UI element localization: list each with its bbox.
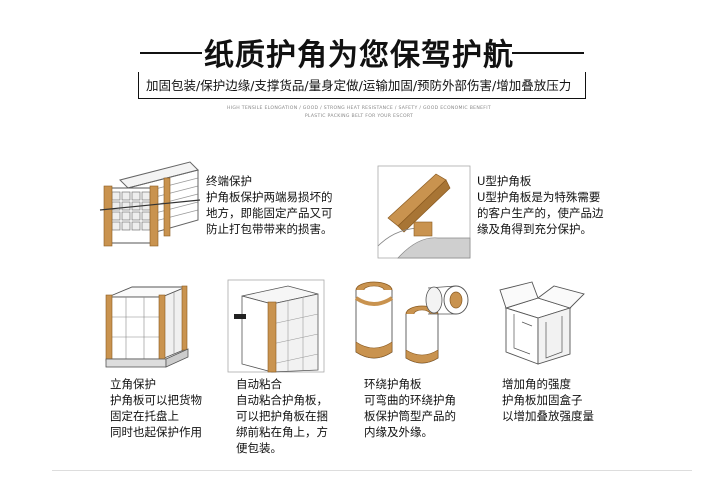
feature-line: 便包装。: [236, 441, 282, 455]
feature-line: 护角板可以把货物: [110, 393, 202, 407]
feature-end-protection: 终端保护 护角板保护两端易损坏的 地方，即能固定产品又可 防止打包带带来的损害。: [206, 173, 333, 237]
feature-line: 防止打包带带来的损害。: [206, 222, 333, 236]
bottom-divider: [52, 470, 692, 471]
tagline: 加固包装/保护边缘/支撑货品/量身定做/运输加固/预防外部伤害/增加叠放压力: [146, 78, 572, 93]
feature-title: 环绕护角板: [364, 377, 422, 391]
feature-line: 护角板保护两端易损坏的: [206, 190, 333, 204]
feature-title: 增加角的强度: [502, 377, 571, 391]
feature-u-type: U型护角板 U型护角板是为特殊需要 的客户生产的，使产品边 缘及角得到充分保护。: [477, 173, 604, 237]
box-reinforce-illustration: [499, 281, 585, 365]
feature-line: 的客户生产的，使产品边: [477, 206, 604, 220]
title-rule-right: [512, 52, 584, 54]
tagline-en-1: HIGH TENSILE ELONGATION / GOOD / STRONG …: [227, 106, 491, 111]
roll-wrap-illustration: [354, 281, 469, 364]
feature-title: U型护角板: [477, 174, 532, 188]
feature-line: 以增加叠放强度量: [502, 409, 594, 423]
feature-line: 地方，即能固定产品又可: [206, 206, 333, 220]
feature-box-reinforce: 增加角的强度 护角板加固盒子 以增加叠放强度量: [502, 376, 594, 424]
feature-pallet-corner: 立角保护 护角板可以把货物 固定在托盘上 同时也起保护作用: [110, 376, 202, 440]
feature-line: 可以把护角板在捆: [236, 409, 328, 423]
feature-line: 内缘及外缘。: [364, 425, 433, 439]
feature-roll-wrap: 环绕护角板 可弯曲的环绕护角 板保护筒型产品的 内缘及外缘。: [364, 376, 456, 440]
tagline-frame: [138, 72, 586, 99]
title-rule-left: [140, 52, 202, 54]
feature-line: 可弯曲的环绕护角: [364, 393, 456, 407]
feature-auto-adhesive: 自动粘合 自动粘合护角板， 可以把护角板在捆 绑前粘在角上，方 便包装。: [236, 376, 328, 456]
feature-line: 绑前粘在角上，方: [236, 425, 328, 439]
feature-title: 终端保护: [206, 174, 252, 188]
feature-line: 同时也起保护作用: [110, 425, 202, 439]
feature-line: 护角板加固盒子: [502, 393, 583, 407]
feature-line: 固定在托盘上: [110, 409, 179, 423]
feature-title: 自动粘合: [236, 377, 282, 391]
end-protection-illustration: [99, 161, 201, 247]
pallet-corner-illustration: [105, 285, 189, 368]
feature-line: U型护角板是为特殊需要: [477, 190, 601, 204]
page-title: 纸质护角为您保驾护航: [204, 38, 514, 73]
feature-line: 缘及角得到充分保护。: [477, 222, 592, 236]
auto-adhesive-illustration: [227, 279, 325, 373]
feature-line: 自动粘合护角板，: [236, 393, 328, 407]
u-type-illustration: [377, 165, 471, 259]
feature-line: 板保护筒型产品的: [364, 409, 456, 423]
feature-title: 立角保护: [110, 377, 156, 391]
tagline-en-2: PLASTIC PACKING BELT FOR YOUR ESCORT: [304, 114, 414, 119]
